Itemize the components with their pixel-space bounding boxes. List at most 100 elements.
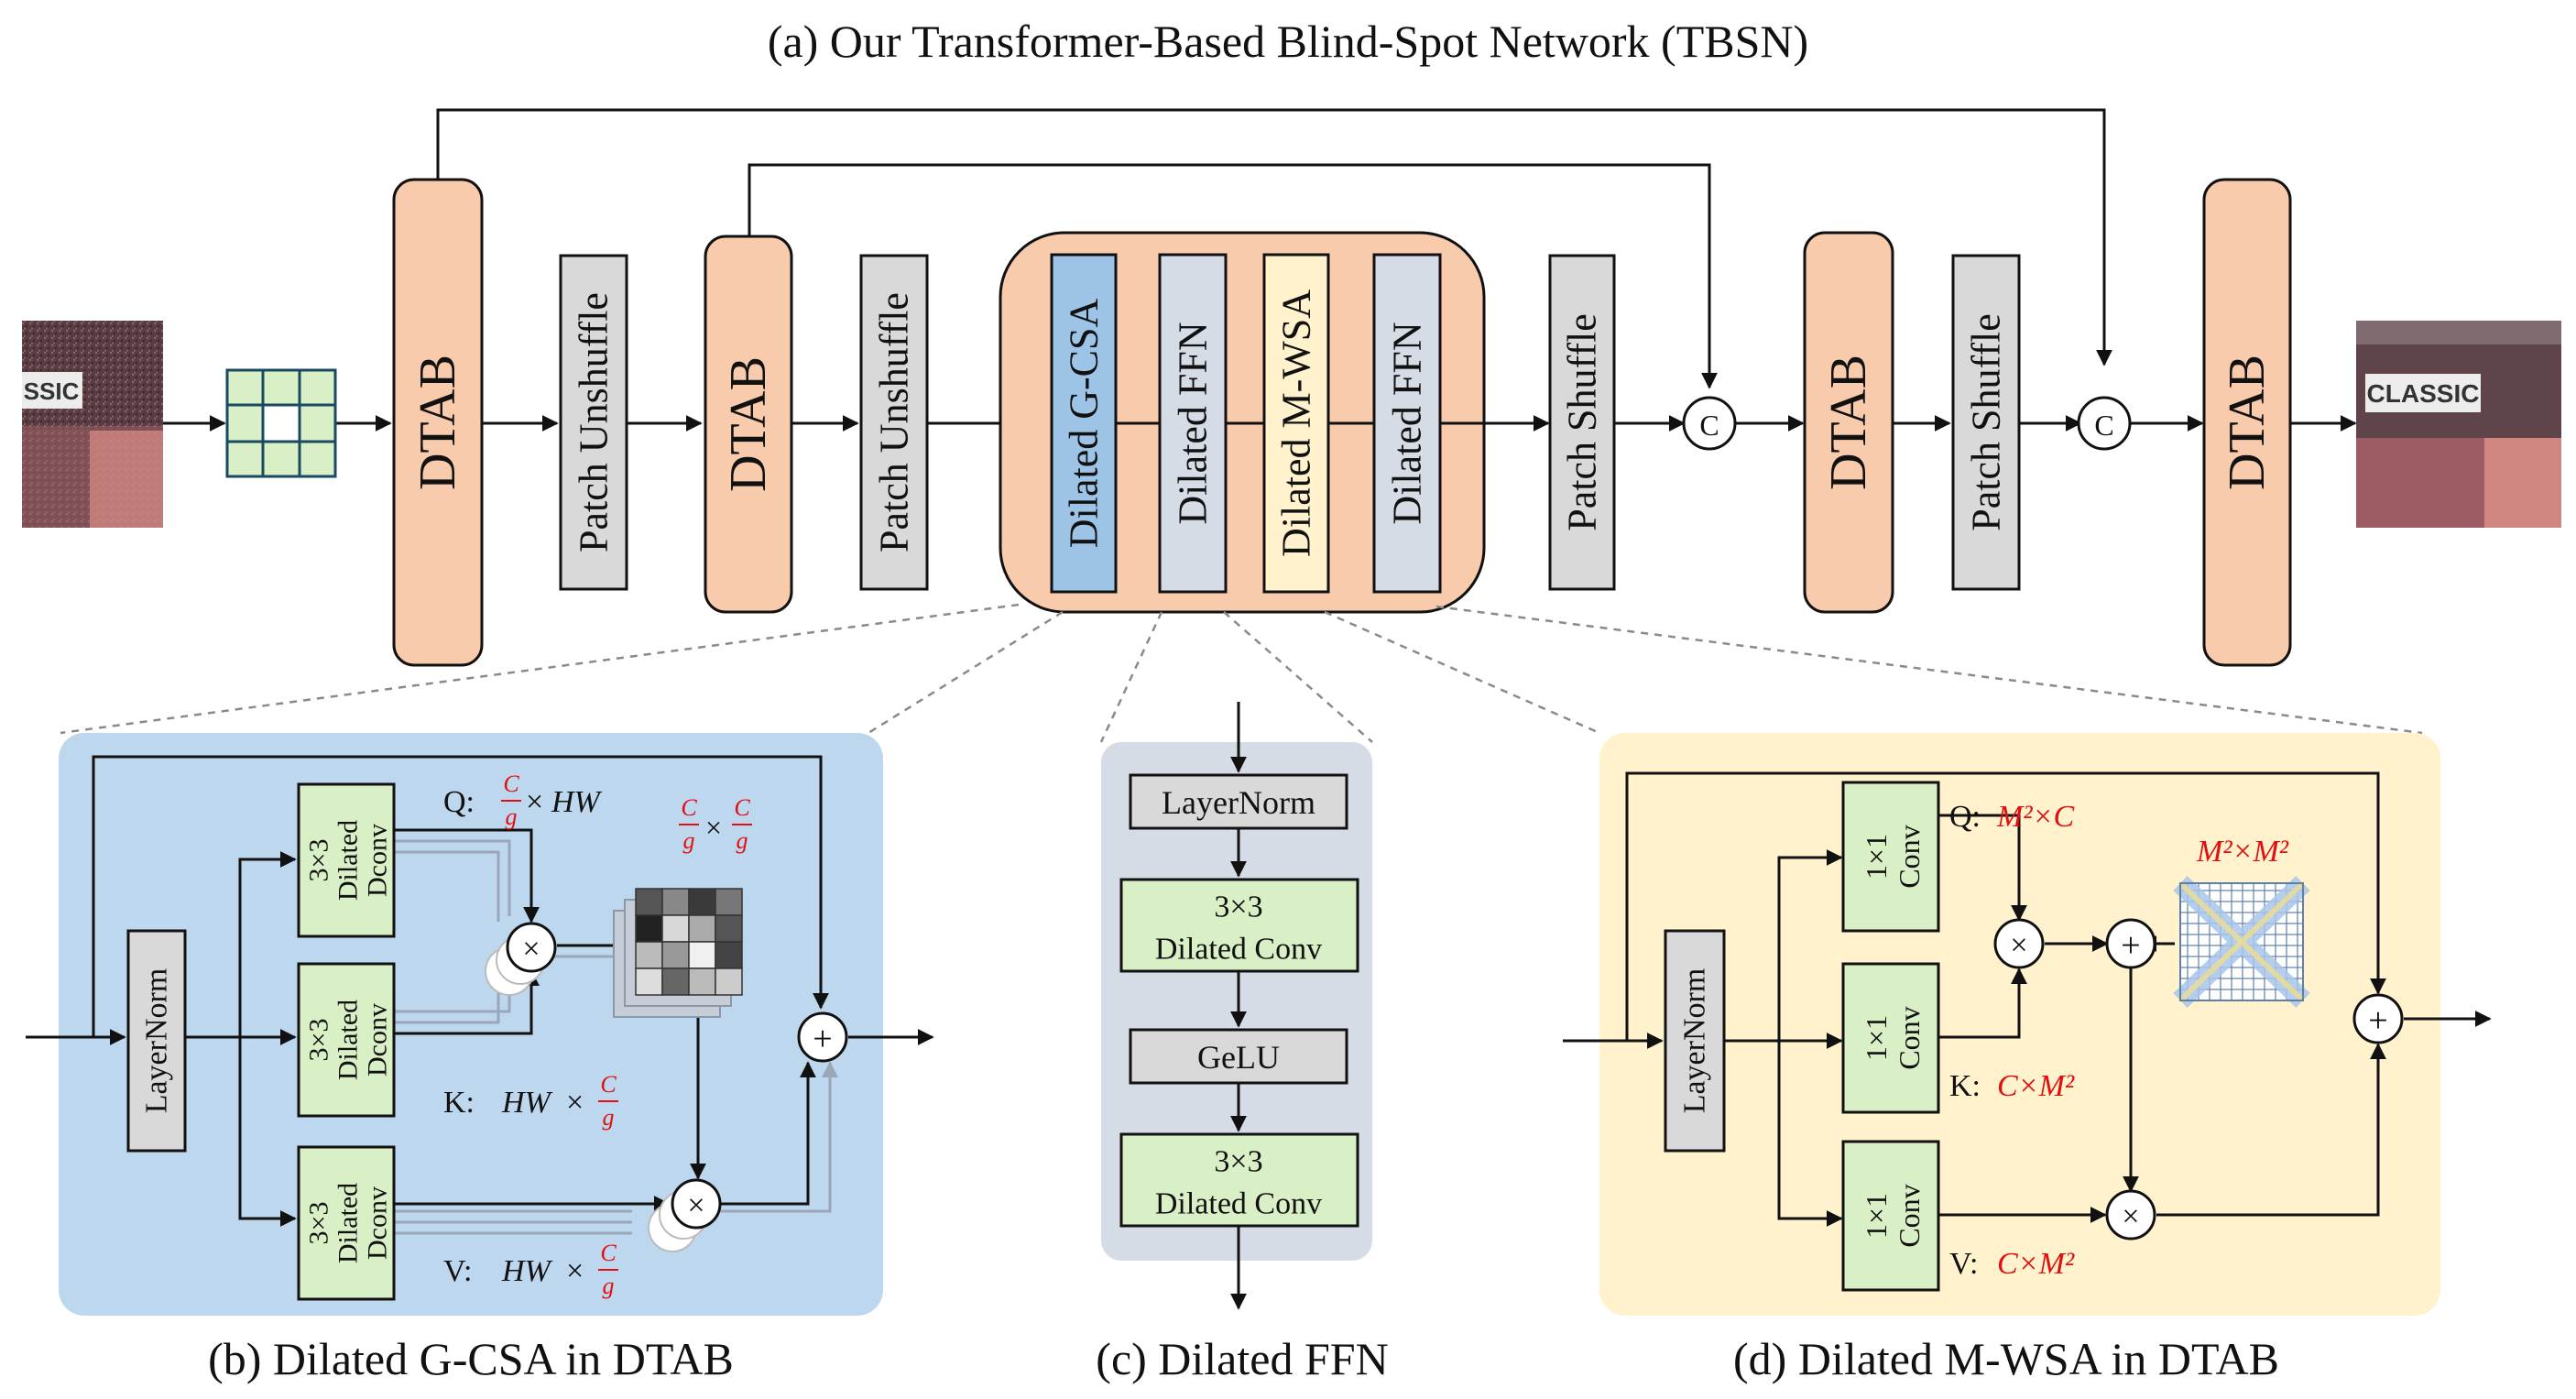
gcsa-conv-v-line3: Dconv — [363, 1186, 393, 1260]
mwsa-conv-q: 1×1 Conv — [1841, 781, 1940, 933]
gcsa-attn-times: × — [705, 811, 722, 844]
gcsa-conv-q-line2: Dilated — [333, 820, 364, 901]
gcsa-v-g: g — [603, 1273, 615, 1299]
skip-connections — [436, 108, 2112, 389]
patch-unshuffle-2-label: Patch Unshuffle — [872, 292, 917, 552]
figure-title: (a) Our Transformer-Based Blind-Spot Net… — [768, 16, 1808, 67]
dtab-4-label: DTAB — [2219, 355, 2276, 490]
patch-shuffle-1: Patch Shuffle — [1548, 254, 1616, 591]
gcsa-v-c: C — [600, 1240, 617, 1266]
patch-shuffle-1-label: Patch Shuffle — [1560, 313, 1605, 531]
block-dilated-ffn-2: Dilated FFN — [1372, 253, 1442, 594]
block-dilated-gcsa: Dilated G-CSA — [1050, 253, 1118, 594]
gcsa-attn-c1: C — [681, 794, 697, 821]
gcsa-conv-v: 3×3 Dilated Dconv — [297, 1145, 396, 1301]
gcsa-v-hw: HW — [501, 1254, 553, 1288]
mwsa-mul-qk-label: × — [2010, 929, 2027, 963]
mwsa-conv-k-line1: 1×1 — [1860, 1015, 1893, 1061]
gcsa-mul-qk-label: × — [522, 933, 540, 967]
gcsa-attn-shape-label: C g × C g — [679, 794, 752, 854]
gcsa-attn-g2: g — [737, 827, 748, 854]
mwsa-conv-k-line2: Conv — [1893, 1006, 1926, 1069]
gcsa-layernorm-label: LayerNorm — [140, 968, 174, 1114]
caption-b: (b) Dilated G-CSA in DTAB — [208, 1333, 734, 1384]
mwsa-conv-v: 1×1 Conv — [1841, 1140, 1940, 1292]
gcsa-conv-v-line2: Dilated — [333, 1183, 364, 1263]
panel-c-dilated-ffn: LayerNorm 3×3 Dilated Conv GeLU 3×3 Dila… — [1101, 702, 1372, 1310]
gcsa-mul-v: × — [648, 1178, 722, 1252]
mwsa-layernorm-label: LayerNorm — [1678, 968, 1712, 1114]
patch-unshuffle-2: Patch Unshuffle — [859, 254, 929, 591]
gcsa-q-c: C — [503, 771, 519, 797]
gcsa-k-label: K: HW × C g — [443, 1071, 618, 1131]
mwsa-v-shape: C×M² — [1997, 1247, 2075, 1281]
gcsa-k-prefix: K: — [443, 1086, 475, 1120]
ffn-conv1-line2: Dilated Conv — [1155, 933, 1322, 967]
gcsa-attention-map-icon — [613, 888, 743, 1018]
mwsa-q-prefix: Q: — [1949, 800, 1981, 834]
patch-shuffle-2: Patch Shuffle — [1951, 254, 2021, 591]
mwsa-mul-v: × — [2105, 1189, 2156, 1241]
gcsa-mul-v-label: × — [687, 1189, 704, 1223]
mwsa-mul-v-label: × — [2122, 1200, 2139, 1234]
concat-node-2: C — [2077, 396, 2132, 451]
mwsa-add-mask-label: + — [2121, 926, 2140, 965]
mwsa-mask-shape: M²×M² — [2196, 835, 2289, 869]
mwsa-conv-v-line2: Conv — [1893, 1184, 1926, 1247]
mwsa-conv-k: 1×1 Conv — [1841, 962, 1940, 1114]
block-dilated-ffn-1: Dilated FFN — [1158, 253, 1228, 594]
mwsa-add-out-label: + — [2368, 1001, 2387, 1040]
mwsa-q-shape: M²×C — [1996, 800, 2074, 834]
blind-spot-mask-icon — [225, 368, 337, 478]
gcsa-v-label: V: HW × C g — [443, 1240, 618, 1299]
dtab-3-label: DTAB — [1820, 355, 1877, 490]
caption-c: (c) Dilated FFN — [1096, 1333, 1388, 1384]
gcsa-mul-qk: × — [485, 922, 557, 996]
gcsa-conv-q-line1: 3×3 — [304, 839, 334, 882]
gcsa-q-label: Q: C g × HW — [443, 771, 603, 830]
ffn-gelu-label: GeLU — [1197, 1039, 1280, 1076]
gcsa-conv-v-line1: 3×3 — [304, 1202, 334, 1245]
mwsa-add-mask: + — [2105, 918, 2156, 969]
gcsa-v-times: × — [566, 1254, 584, 1288]
dtab-1: DTAB — [392, 178, 484, 667]
caption-d: (d) Dilated M-WSA in DTAB — [1733, 1333, 2279, 1384]
ffn-layernorm-label: LayerNorm — [1162, 784, 1315, 821]
ffn-conv2-line2: Dilated Conv — [1155, 1187, 1322, 1221]
mwsa-add-out: + — [2352, 993, 2404, 1044]
block-dilated-mwsa-label: Dilated M-WSA — [1274, 290, 1319, 557]
gcsa-v-prefix: V: — [443, 1254, 472, 1288]
dtab-2: DTAB — [704, 235, 793, 614]
panel-b-dilated-gcsa: LayerNorm 3×3 Dilated Dconv 3×3 Dilated … — [26, 733, 934, 1316]
block-dilated-ffn-2-label: Dilated FFN — [1385, 322, 1430, 524]
input-image: SSIC — [22, 321, 163, 528]
dtab-container: Dilated G-CSA Dilated FFN Dilated M-WSA … — [999, 231, 1486, 614]
gcsa-q-g: g — [506, 803, 518, 830]
gcsa-k-times: × — [566, 1086, 584, 1120]
gcsa-q-times: × — [526, 785, 543, 819]
block-dilated-mwsa: Dilated M-WSA — [1262, 253, 1330, 594]
patch-shuffle-2-label: Patch Shuffle — [1964, 313, 2009, 531]
dtab-3: DTAB — [1803, 231, 1894, 614]
mwsa-conv-q-line1: 1×1 — [1860, 834, 1893, 880]
gcsa-k-hw: HW — [501, 1086, 553, 1120]
gcsa-conv-q: 3×3 Dilated Dconv — [297, 782, 396, 938]
output-sign-text: CLASSIC — [2367, 379, 2480, 408]
gcsa-conv-k-line3: Dconv — [363, 1003, 393, 1077]
gcsa-conv-k-line1: 3×3 — [304, 1019, 334, 1062]
concat-node-1-label: C — [1699, 409, 1719, 442]
mwsa-mul-qk: × — [1993, 918, 2045, 969]
gcsa-attn-c2: C — [734, 794, 750, 821]
panel-d-dilated-mwsa: LayerNorm 1×1 Conv 1×1 Conv 1×1 Conv — [1563, 733, 2492, 1316]
concat-node-1: C — [1682, 396, 1737, 451]
gcsa-conv-k-line2: Dilated — [333, 1000, 364, 1080]
gcsa-add-label: + — [813, 1020, 832, 1058]
gcsa-attn-g1: g — [683, 827, 695, 854]
gcsa-k-g: g — [603, 1104, 615, 1131]
gcsa-k-c: C — [600, 1071, 617, 1098]
block-dilated-gcsa-label: Dilated G-CSA — [1062, 299, 1107, 549]
dtab-1-label: DTAB — [409, 355, 466, 490]
ffn-conv1-line1: 3×3 — [1214, 891, 1262, 924]
gcsa-add: + — [797, 1011, 848, 1063]
